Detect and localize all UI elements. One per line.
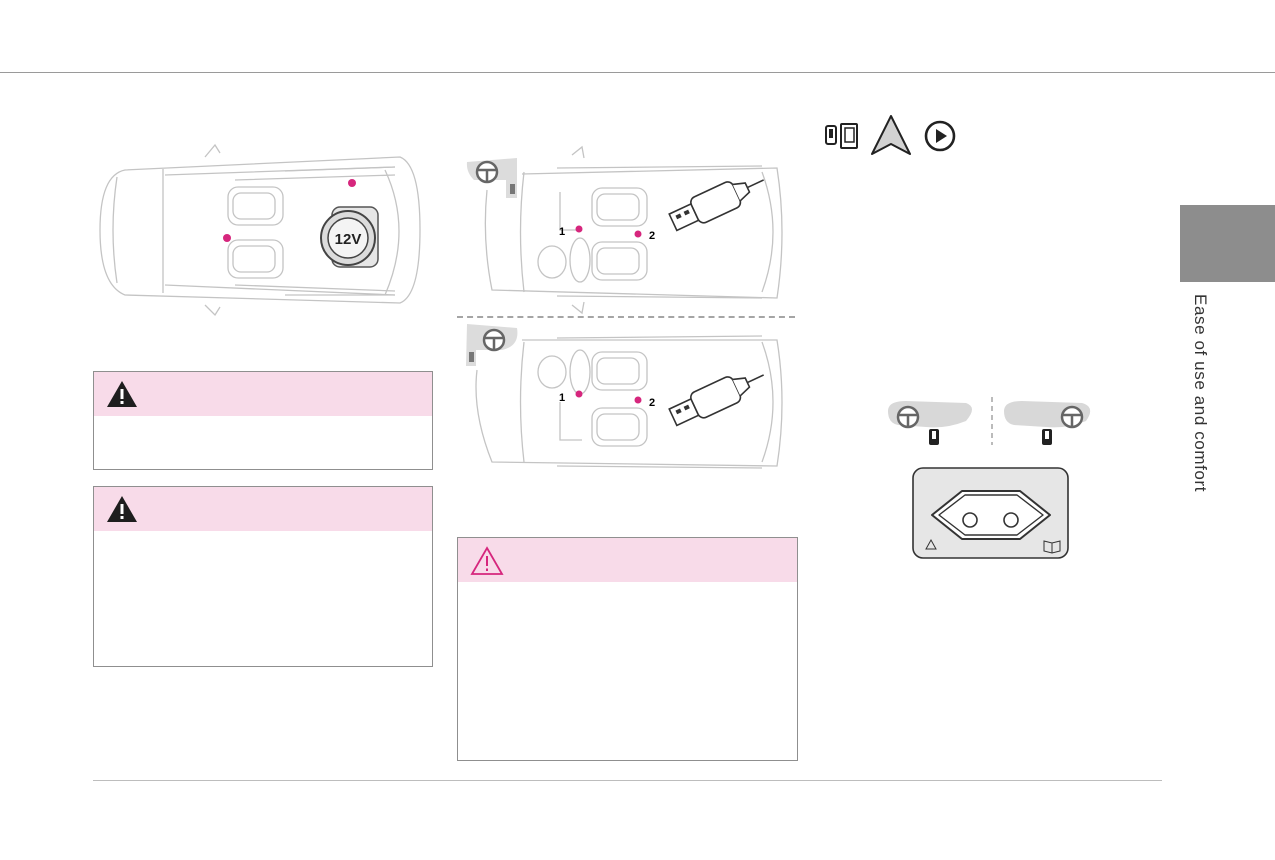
header-rule: [0, 72, 1275, 73]
socket-label: 12V: [335, 231, 362, 248]
warning-box-header: [458, 538, 797, 582]
figure-divider: [457, 316, 795, 318]
connectivity-icons: [825, 115, 956, 155]
12v-socket-icon: [320, 206, 379, 268]
usb-plug-icon: [668, 179, 764, 232]
warning-icon: [470, 546, 504, 575]
power-socket-icon: [912, 467, 1069, 559]
warning-box-1: [93, 371, 433, 470]
van-12v-socket-figure: 12V: [99, 143, 421, 317]
warning-icon: [107, 496, 137, 522]
phone-mirror-icon: [825, 123, 858, 149]
steering-wheel-badge: [466, 324, 518, 366]
usb-marker-2b: 2: [649, 397, 655, 409]
usb-marker-1: 1: [559, 226, 565, 238]
steering-position-badges: [888, 397, 1091, 445]
warning-box-2: [93, 486, 433, 667]
android-auto-icon: [871, 115, 911, 155]
usb-marker-1b: 1: [559, 392, 565, 404]
warning-box-header: [94, 487, 432, 531]
warning-icon: [107, 381, 137, 407]
steering-wheel-badge: [466, 158, 517, 198]
section-tab: [1180, 205, 1275, 282]
section-label: Ease of use and comfort: [1191, 294, 1210, 493]
steering-wheel-icon-lhd: [888, 401, 972, 445]
usb-ports-lhd-figure: 1 2: [466, 145, 783, 315]
warning-box-header: [94, 372, 432, 416]
usb-plug-icon: [668, 374, 764, 427]
steering-wheel-icon-rhd: [1004, 401, 1091, 445]
warning-box-3: [457, 537, 798, 761]
usb-marker-2: 2: [649, 230, 655, 242]
carplay-icon: [924, 120, 956, 152]
footer-rule: [93, 780, 1162, 781]
usb-ports-rhd-figure: 1 2: [466, 324, 783, 469]
